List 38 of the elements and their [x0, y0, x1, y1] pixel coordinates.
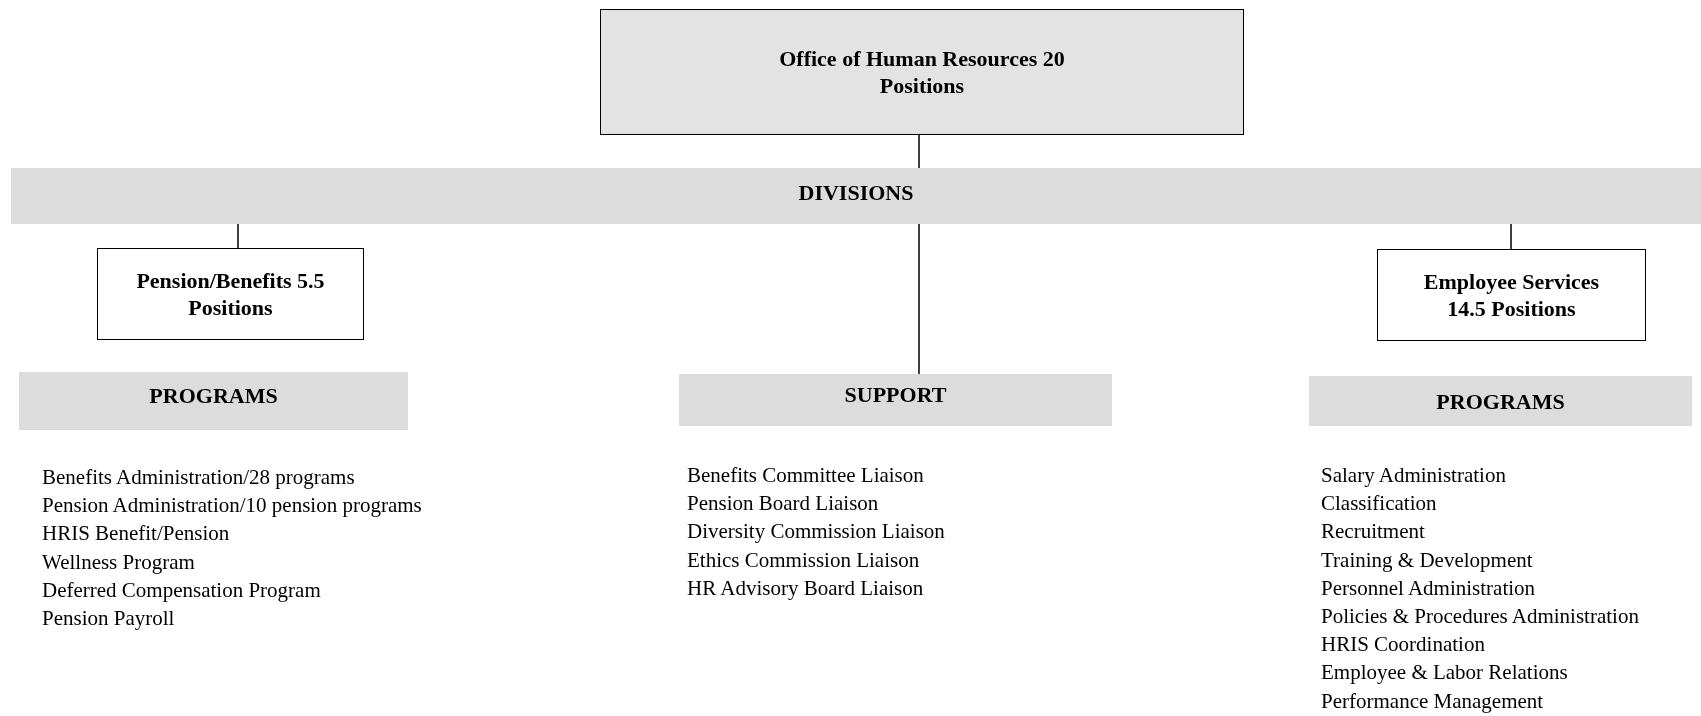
list-item: Pension Administration/10 pension programs	[42, 492, 422, 520]
list-item: Wellness Program	[42, 548, 195, 576]
list-item: Performance Management	[1321, 687, 1544, 715]
section-band	[19, 372, 408, 430]
list-item: Ethics Commission Liaison	[687, 546, 920, 574]
list-item: Classification	[1321, 490, 1437, 518]
list-item: HRIS Benefit/Pension	[42, 520, 230, 548]
division-box	[97, 248, 364, 340]
list-item: Personnel Administration	[1321, 574, 1536, 602]
connector-line	[918, 134, 920, 169]
list-item: HR Advisory Board Liaison	[687, 574, 924, 602]
node-title: PROGRAMS	[1436, 387, 1565, 415]
divisions-band	[11, 168, 1701, 224]
node-title: PROGRAMS	[149, 381, 278, 409]
list-item: Recruitment	[1321, 518, 1425, 546]
list-item: Training & Development	[1321, 546, 1533, 574]
section-band	[1309, 376, 1692, 426]
connector-line	[237, 223, 239, 249]
list-item: Benefits Administration/28 programs	[42, 464, 355, 491]
list-item: Pension Payroll	[42, 605, 175, 632]
list-item: Benefits Committee Liaison	[687, 462, 924, 489]
office-box	[600, 9, 1244, 135]
node-title: Office of Human Resources 20 Positions	[778, 45, 1066, 99]
node-title: Pension/Benefits 5.5 Positions	[135, 267, 326, 321]
list-item: Employee & Labor Relations	[1321, 659, 1568, 687]
list-item: Pension Board Liaison	[687, 490, 879, 518]
list-item: Policies & Procedures Administration	[1321, 603, 1639, 630]
list-item: Salary Administration	[1321, 462, 1506, 489]
division-box	[1377, 249, 1646, 341]
list-item: Diversity Commission Liaison	[687, 518, 945, 546]
node-title: Employee Services 14.5 Positions	[1422, 268, 1601, 322]
section-band	[679, 374, 1112, 426]
node-title: SUPPORT	[844, 380, 947, 408]
connector-line	[918, 223, 920, 375]
list-item: HRIS Coordination	[1321, 631, 1485, 659]
connector-line	[1510, 223, 1512, 250]
node-title: DIVISIONS	[798, 178, 914, 206]
list-item: Deferred Compensation Program	[42, 576, 321, 604]
